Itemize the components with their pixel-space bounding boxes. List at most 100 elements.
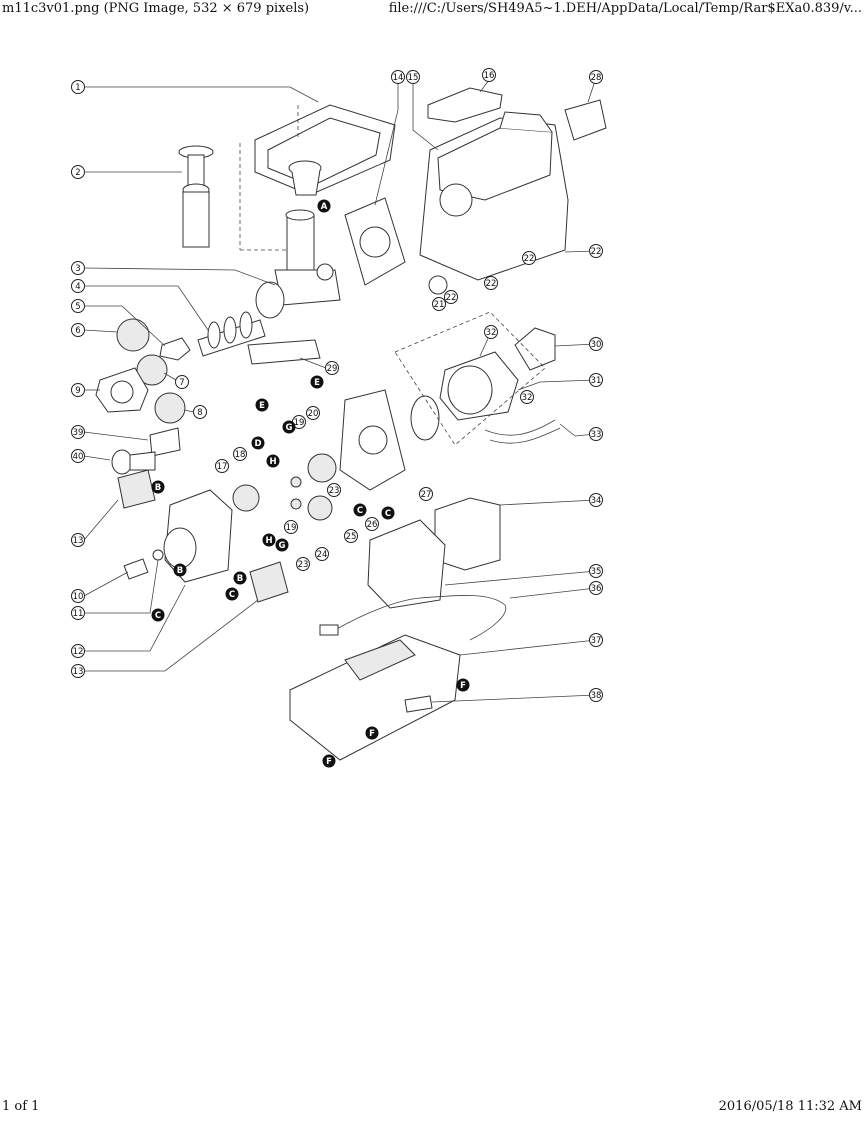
letter-marker-label: G (279, 541, 286, 551)
callout-label: 22 (486, 279, 497, 289)
callout-circle (71, 589, 85, 603)
callout-label: 2 (75, 168, 80, 178)
callout-circle (520, 390, 534, 404)
callout-c18: 18 (233, 447, 247, 461)
callout-circle (344, 529, 358, 543)
part-drawings (95, 87, 607, 761)
letter-marker-circle (365, 726, 379, 740)
letter-marker-label: H (269, 457, 276, 467)
callout-c6: 6 (71, 323, 85, 337)
callout-label: 4 (75, 282, 80, 292)
page-count: 1 of 1 (2, 1099, 40, 1114)
letter-marker-circle (151, 480, 165, 494)
callout-label: 9 (75, 386, 80, 396)
callout-circle (589, 581, 603, 595)
letter-marker-lF2: F (365, 726, 379, 740)
callout-circle (71, 449, 85, 463)
callout-label: 6 (75, 326, 80, 336)
callout-c16: 16 (482, 68, 496, 82)
callout-circle (193, 405, 207, 419)
callout-label: 31 (591, 376, 602, 386)
callout-c31: 31 (589, 373, 603, 387)
letter-marker-label: H (265, 536, 272, 546)
callout-c15: 15 (406, 70, 420, 84)
callout-label: 32 (486, 328, 497, 338)
callout-label: 13 (73, 536, 84, 546)
callout-c39: 39 (71, 425, 85, 439)
letter-marker-lE2: E (255, 398, 269, 412)
letter-marker-label: F (326, 757, 332, 767)
callout-c38: 38 (589, 688, 603, 702)
callout-label: 37 (591, 636, 602, 646)
callout-c21: 21 (432, 297, 446, 311)
letter-marker-label: C (155, 611, 161, 621)
callout-c25: 25 (344, 529, 358, 543)
callout-label: 26 (367, 520, 378, 530)
callout-c10: 10 (71, 589, 85, 603)
callout-label: 14 (393, 73, 404, 83)
callout-c19b: 19 (284, 520, 298, 534)
callout-label: 39 (73, 428, 84, 438)
callout-circle (215, 459, 229, 473)
callout-circle (589, 337, 603, 351)
letter-marker-circle (322, 754, 336, 768)
callout-label: 23 (329, 486, 340, 496)
callout-c1: 1 (71, 80, 85, 94)
callout-c32b: 32 (520, 390, 534, 404)
letter-marker-lH2: H (262, 533, 276, 547)
browser-file-url: file:///C:/Users/SH49A5~1.DEH/AppData/Lo… (388, 1, 862, 16)
callout-c13b: 13 (71, 664, 85, 678)
letter-marker-lC2: C (225, 587, 239, 601)
callout-circle (233, 447, 247, 461)
callout-circle (71, 644, 85, 658)
letter-marker-label: F (460, 681, 466, 691)
callout-c22d: 22 (444, 290, 458, 304)
callout-circle (175, 375, 189, 389)
callout-label: 30 (591, 340, 602, 350)
callout-circle (589, 633, 603, 647)
callout-c26: 26 (365, 517, 379, 531)
callout-circle (589, 493, 603, 507)
letter-marker-label: D (254, 439, 261, 449)
letter-marker-circle (310, 375, 324, 389)
callout-circle (589, 564, 603, 578)
leader-lines (83, 77, 597, 703)
callout-c2: 2 (71, 165, 85, 179)
callout-label: 16 (484, 71, 495, 81)
callout-c20: 20 (306, 406, 320, 420)
callout-c29: 29 (325, 361, 339, 375)
letter-marker-label: C (357, 506, 363, 516)
callout-label: 8 (197, 408, 202, 418)
callout-label: 17 (217, 462, 228, 472)
letter-marker-lG1: G (282, 420, 296, 434)
callout-label: 23 (298, 560, 309, 570)
callout-label: 38 (591, 691, 602, 701)
letter-marker-label: E (259, 401, 265, 411)
callout-label: 19 (286, 523, 297, 533)
callout-circle (71, 533, 85, 547)
letter-marker-lD: D (251, 436, 265, 450)
letter-marker-circle (275, 538, 289, 552)
callout-circle (315, 547, 329, 561)
callout-label: 20 (308, 409, 319, 419)
callout-label: 22 (446, 293, 457, 303)
callout-label: 5 (75, 302, 80, 312)
letter-marker-lC3: C (353, 503, 367, 517)
callout-label: 3 (75, 264, 80, 274)
callout-c33: 33 (589, 427, 603, 441)
letter-marker-lB1: B (151, 480, 165, 494)
letter-marker-label: B (155, 483, 161, 493)
letter-marker-circle (233, 571, 247, 585)
callout-circle (71, 606, 85, 620)
callout-label: 18 (235, 450, 246, 460)
callout-c9: 9 (71, 383, 85, 397)
callout-circle (327, 483, 341, 497)
callout-label: 29 (327, 364, 338, 374)
callout-circle (589, 373, 603, 387)
letter-marker-circle (173, 563, 187, 577)
letter-marker-lB2: B (173, 563, 187, 577)
letter-marker-circle (225, 587, 239, 601)
